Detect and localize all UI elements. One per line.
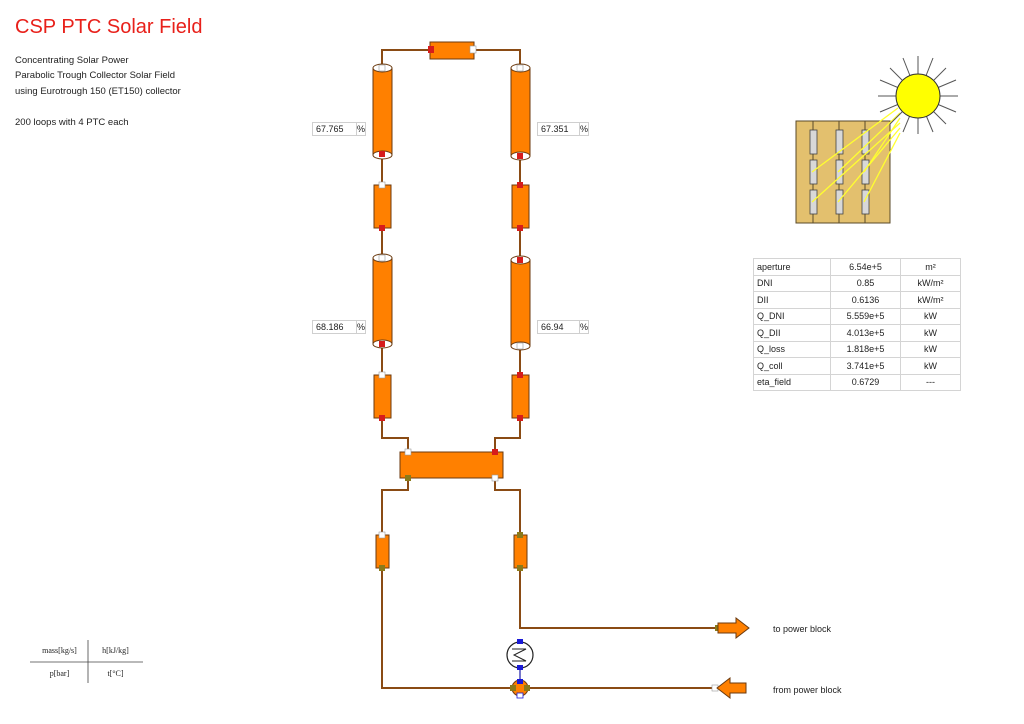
collector-right-top <box>510 63 531 161</box>
sun-icon <box>878 56 958 134</box>
collector-efficiency-left-top: 67.765 % <box>312 122 366 136</box>
collector-left-top <box>372 63 393 160</box>
pipes <box>381 49 718 689</box>
pipe-top-left <box>381 49 430 68</box>
result-value: 5.559e+5 <box>830 307 901 325</box>
description-line-2: Parabolic Trough Collector Solar Field <box>15 70 175 81</box>
arrow-left-icon <box>716 676 747 700</box>
result-unit: m² <box>900 258 961 276</box>
header-collector <box>399 451 504 479</box>
pipe-left-bottom <box>381 418 409 452</box>
result-value: 0.85 <box>830 274 901 292</box>
legend-pressure: p[bar] <box>49 669 70 678</box>
result-name: DII <box>753 291 831 309</box>
result-unit: kW/m² <box>900 274 961 292</box>
pipe-header-left-down <box>381 478 409 535</box>
legend-temperature: t[°C] <box>107 669 124 678</box>
efficiency-value: 67.351 <box>538 123 580 135</box>
result-value: 0.6136 <box>830 291 901 309</box>
pipe-segment-right-3 <box>513 534 528 569</box>
result-value: 0.6729 <box>830 373 901 391</box>
result-value: 4.013e+5 <box>830 324 901 342</box>
efficiency-unit: % <box>579 322 588 332</box>
pipe-right-bottom <box>494 418 521 452</box>
mixing-valve-icon <box>510 679 530 699</box>
result-name: Q_loss <box>753 340 831 358</box>
efficiency-value: 66.94 <box>538 321 580 333</box>
pipe-from-power-block <box>381 568 718 689</box>
legend-enthalpy: h[kJ/kg] <box>102 646 129 655</box>
solar-panel-icon <box>795 107 901 224</box>
to-power-block-label: to power block <box>773 624 832 634</box>
from-power-block-label: from power block <box>773 685 842 695</box>
result-unit: kW <box>900 340 961 358</box>
legend-mass: mass[kg/s] <box>42 646 77 655</box>
result-name: eta_field <box>753 373 831 391</box>
connection-ports <box>378 45 721 692</box>
pipe-segment-left-2 <box>373 374 392 419</box>
loops-text: 200 loops with 4 PTC each <box>15 117 129 128</box>
efficiency-unit: % <box>579 124 588 134</box>
pipe-header-right-down <box>494 478 521 535</box>
efficiency-value: 68.186 <box>313 321 357 333</box>
pipe-segment-left-3 <box>375 534 390 569</box>
result-unit: kW <box>900 324 961 342</box>
efficiency-unit: % <box>356 124 365 134</box>
result-name: aperture <box>753 258 831 276</box>
collector-efficiency-left-bottom: 68.186 % <box>312 320 366 334</box>
pipe-segment-right-2 <box>511 374 530 419</box>
collector-left-bottom <box>372 253 393 349</box>
efficiency-value: 67.765 <box>313 123 357 135</box>
result-unit: kW/m² <box>900 291 961 309</box>
pipe-to-power-block <box>519 568 718 629</box>
result-name: Q_DII <box>753 324 831 342</box>
efficiency-unit: % <box>356 322 365 332</box>
collector-right-bottom <box>510 255 531 351</box>
pipe-segment-left-1 <box>373 184 392 229</box>
pipe-top-right <box>474 49 521 68</box>
result-unit: kW <box>900 307 961 325</box>
pipe-segment-right-1 <box>511 184 530 229</box>
result-unit: --- <box>900 373 961 391</box>
result-value: 6.54e+5 <box>830 258 901 276</box>
result-name: Q_coll <box>753 357 831 375</box>
result-value: 3.741e+5 <box>830 357 901 375</box>
arrow-right-icon <box>717 616 750 640</box>
result-value: 1.818e+5 <box>830 340 901 358</box>
description-line-3: using Eurotrough 150 (ET150) collector <box>15 86 181 97</box>
collector-efficiency-right-top: 67.351 % <box>537 122 589 136</box>
page-title: CSP PTC Solar Field <box>15 16 203 38</box>
top-connector <box>429 41 475 60</box>
collector-efficiency-right-bottom: 66.94 % <box>537 320 589 334</box>
result-name: DNI <box>753 274 831 292</box>
result-unit: kW <box>900 357 961 375</box>
legend-grid <box>30 640 143 683</box>
description-line-1: Concentrating Solar Power <box>15 55 129 66</box>
result-name: Q_DNI <box>753 307 831 325</box>
